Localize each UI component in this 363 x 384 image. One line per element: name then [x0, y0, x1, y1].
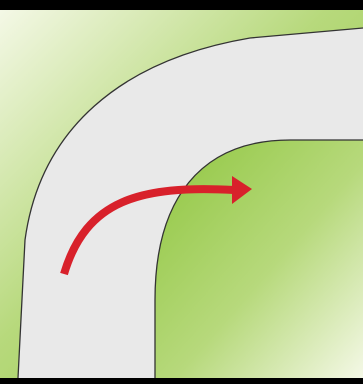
- bottom-frame-bar: [0, 378, 363, 384]
